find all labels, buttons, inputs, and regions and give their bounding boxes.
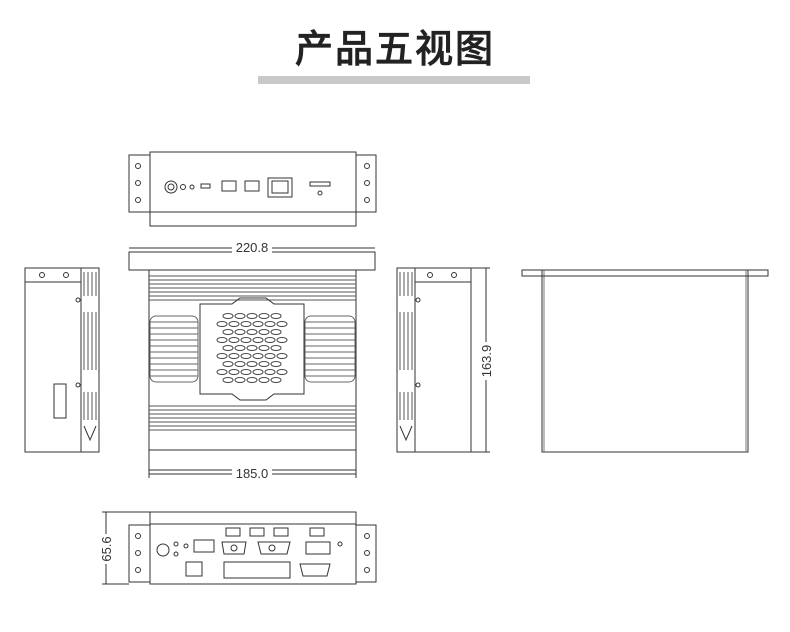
- dim-height-side-label: 163.9: [479, 345, 494, 378]
- top-view: [128, 247, 376, 478]
- fins-bottom: [149, 405, 356, 431]
- fins-left: [149, 315, 199, 383]
- rear-view: [102, 511, 377, 585]
- right-side-view: [396, 267, 490, 453]
- page-title: 产品五视图: [294, 27, 495, 71]
- front-view: [128, 151, 377, 227]
- bottom-view: [521, 269, 769, 453]
- dim-depth-label: 185.0: [236, 466, 269, 481]
- left-side-view: [24, 267, 100, 453]
- fins-top: [149, 275, 356, 301]
- vent-holes: [216, 313, 288, 383]
- dim-width-label: 220.8: [236, 240, 269, 255]
- title-underline: [258, 76, 530, 84]
- fins-right: [304, 315, 356, 383]
- dim-height-rear-label: 65.6: [99, 536, 114, 561]
